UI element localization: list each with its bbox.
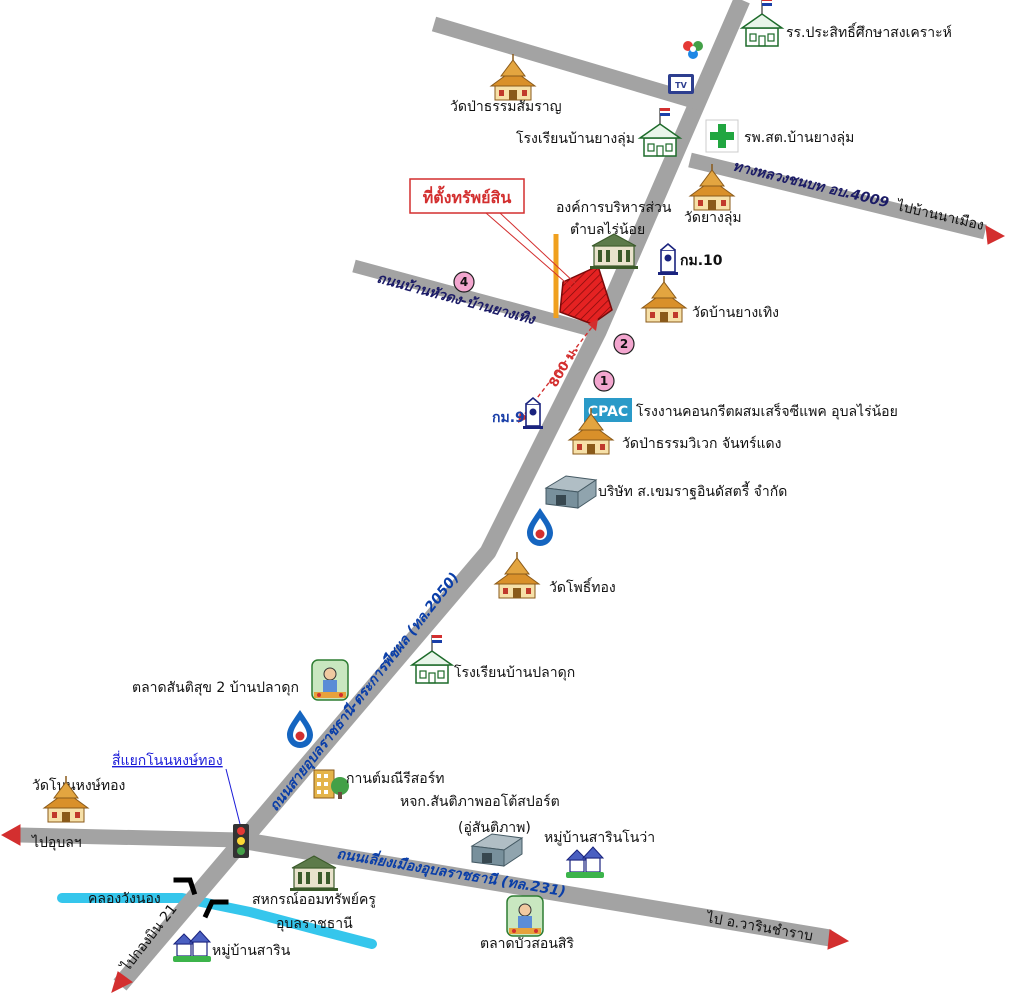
tv-channel-7-icon <box>683 41 703 59</box>
road-to-ubon <box>19 827 241 848</box>
gas-station-icon <box>287 710 313 748</box>
label-coop-line1: สหกรณ์ออมทรัพย์ครู <box>252 891 376 908</box>
road-rural-4009 <box>688 152 987 240</box>
label-km9: กม.9 <box>492 410 525 426</box>
junction-pointer <box>225 768 241 825</box>
road-ban-wang <box>352 259 600 339</box>
temple-icon <box>494 551 540 599</box>
marker-4: 4 <box>453 271 475 293</box>
label-village-sarin: หมู่บ้านสาริน <box>212 943 291 959</box>
label-sao-line2: ตำบลไร่น้อย <box>570 221 645 238</box>
label-company: บริษัท ส.เขมราฐอินดัสตรี้ จำกัด <box>598 481 787 500</box>
label-coop-line2: อุบลราชธานี <box>276 916 353 932</box>
resort-icon <box>313 769 350 800</box>
label-wat-pa-tham: วัดป่าธรรมสัมราญ <box>450 99 562 115</box>
temple-icon <box>490 53 536 101</box>
road-bypass-231 <box>238 831 832 947</box>
label-school-top: รร.ประสิทธิ์ศึกษาสงเคราะห์ <box>786 22 952 41</box>
label-school-yang-lum: โรงเรียนบ้านยางลุ่ม <box>516 130 635 147</box>
arrow-southwest-icon <box>111 971 133 993</box>
label-market-santisuk: ตลาดสันติสุข 2 บ้านปลาดุก <box>132 680 299 696</box>
svg-text:2: 2 <box>620 337 628 351</box>
canal <box>57 893 377 949</box>
label-kanda-resort: กานต์มณีรีสอร์ท <box>346 770 444 787</box>
label-hospital: รพ.สต.บ้านยางลุ่ม <box>744 130 854 146</box>
svg-text:4: 4 <box>460 275 468 289</box>
label-wat-yang-thoeng: วัดบ้านยางเทิง <box>692 305 779 321</box>
property-callout-label: ที่ตั้งทรัพย์สิน <box>423 185 512 207</box>
arrow-east-icon <box>985 225 1006 245</box>
warehouse-icon <box>471 833 523 867</box>
svg-text:1: 1 <box>600 374 608 388</box>
village-icon <box>172 930 212 963</box>
label-sao-line1: องค์การบริหารส่วน <box>556 199 672 216</box>
traffic-light-icon <box>233 824 249 858</box>
gas-station-icon <box>527 508 553 546</box>
label-km10: กม.10 <box>680 253 723 269</box>
road-network <box>19 0 987 991</box>
label-school-pla-duk: โรงเรียนบ้านปลาดุก <box>454 664 575 681</box>
label-wat-non-hong: วัดโนนหงษ์ทอง <box>32 777 125 794</box>
market-icon <box>506 895 544 937</box>
svg-text:CPAC: CPAC <box>588 404 628 420</box>
km-post-icon <box>522 397 544 430</box>
label-village-sarin-nowa: หมู่บ้านสารินโนว่า <box>544 829 655 846</box>
label-cpac-plant: โรงงานคอนกรีตผสมเสร็จซีแพค อุบลไร่น้อย <box>636 402 898 420</box>
direction-ubon: ไปอุบลฯ <box>31 834 82 851</box>
label-dealer-line1: หจก.สันติภาพออโต้สปอร์ต <box>400 793 560 810</box>
property-parcel <box>559 264 613 325</box>
label-canal: คลองวังนอง <box>88 891 161 907</box>
hospital-icon <box>705 119 739 153</box>
label-wat-yang-lum: วัดยางลุ่ม <box>684 210 742 226</box>
road-arrows <box>0 225 1006 993</box>
label-dealer-line2: (อู่สันติภาพ) <box>458 820 531 836</box>
property-callout: ที่ตั้งทรัพย์สิน <box>409 178 577 289</box>
village-icon <box>565 846 605 879</box>
arrow-southeast-icon <box>827 929 850 950</box>
marker-1: 1 <box>593 370 615 392</box>
direction-warin: ไป อ.วารินชำราบ <box>704 909 814 945</box>
arrow-west-icon <box>0 824 21 846</box>
road-highway-2050 <box>113 0 750 991</box>
svg-text:TV: TV <box>675 81 687 90</box>
marker-2: 2 <box>613 333 635 355</box>
label-junction[interactable]: สี่แยกโนนหงษ์ทอง <box>112 751 223 769</box>
km-post-icon <box>657 243 679 276</box>
school-icon <box>639 107 681 157</box>
warehouse-icon <box>545 475 597 509</box>
label-market-bua: ตลาดบัวสอนสิริ <box>480 936 574 952</box>
distance-arrow-down-icon <box>518 411 528 423</box>
road-top-left <box>431 16 707 112</box>
distance-arrow-up-icon <box>588 319 598 331</box>
bridge-icon <box>173 877 229 919</box>
label-wat-pa-tham-wiwek: วัดป่าธรรมวิเวก จันทร์แดง <box>622 435 781 452</box>
temple-icon <box>641 275 687 323</box>
tv-channel-logo-icon: TV <box>668 74 694 94</box>
market-icon <box>311 659 349 701</box>
label-wat-pho-thong: วัดโพธิ์ทอง <box>549 577 616 596</box>
road-label-rural-4009: ทางหลวงชนบท อบ.4009 <box>731 158 891 211</box>
